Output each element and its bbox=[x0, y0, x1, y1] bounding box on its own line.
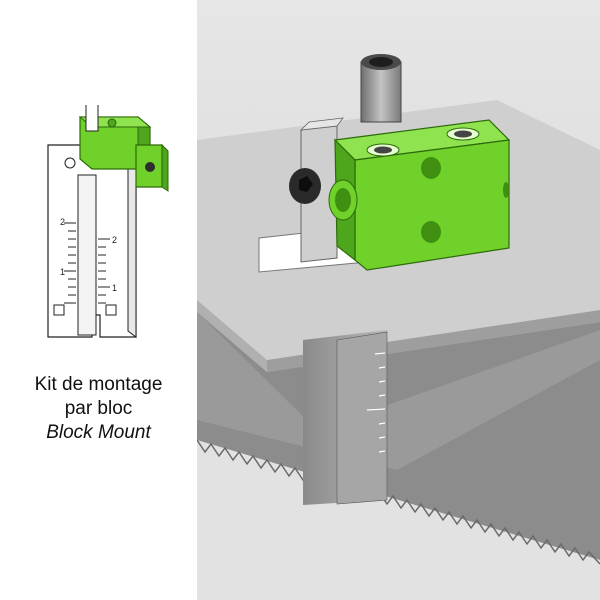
scale-label-left-1: 1 bbox=[60, 267, 65, 277]
saw-teeth bbox=[197, 439, 600, 565]
caption-line-french-2: par bloc bbox=[64, 398, 133, 419]
scale-label-left-2: 2 bbox=[60, 217, 65, 227]
caption-line-english: Block Mount bbox=[46, 422, 151, 443]
scale-label-right-2: 2 bbox=[112, 235, 117, 245]
saw-blade bbox=[197, 440, 600, 600]
adjust-post bbox=[360, 61, 402, 123]
block-mount-thumbnail: 2 2 1 1 bbox=[47, 105, 169, 338]
product-caption: Kit de montage par bloc Block Mount bbox=[0, 373, 197, 445]
caption-line-french-1: Kit de montage bbox=[34, 374, 163, 395]
block-mount-render bbox=[197, 0, 600, 600]
scale-label-right-1: 1 bbox=[112, 283, 117, 293]
left-panel: 2 2 1 1 Kit de montage par bloc Block Mo… bbox=[0, 0, 197, 600]
